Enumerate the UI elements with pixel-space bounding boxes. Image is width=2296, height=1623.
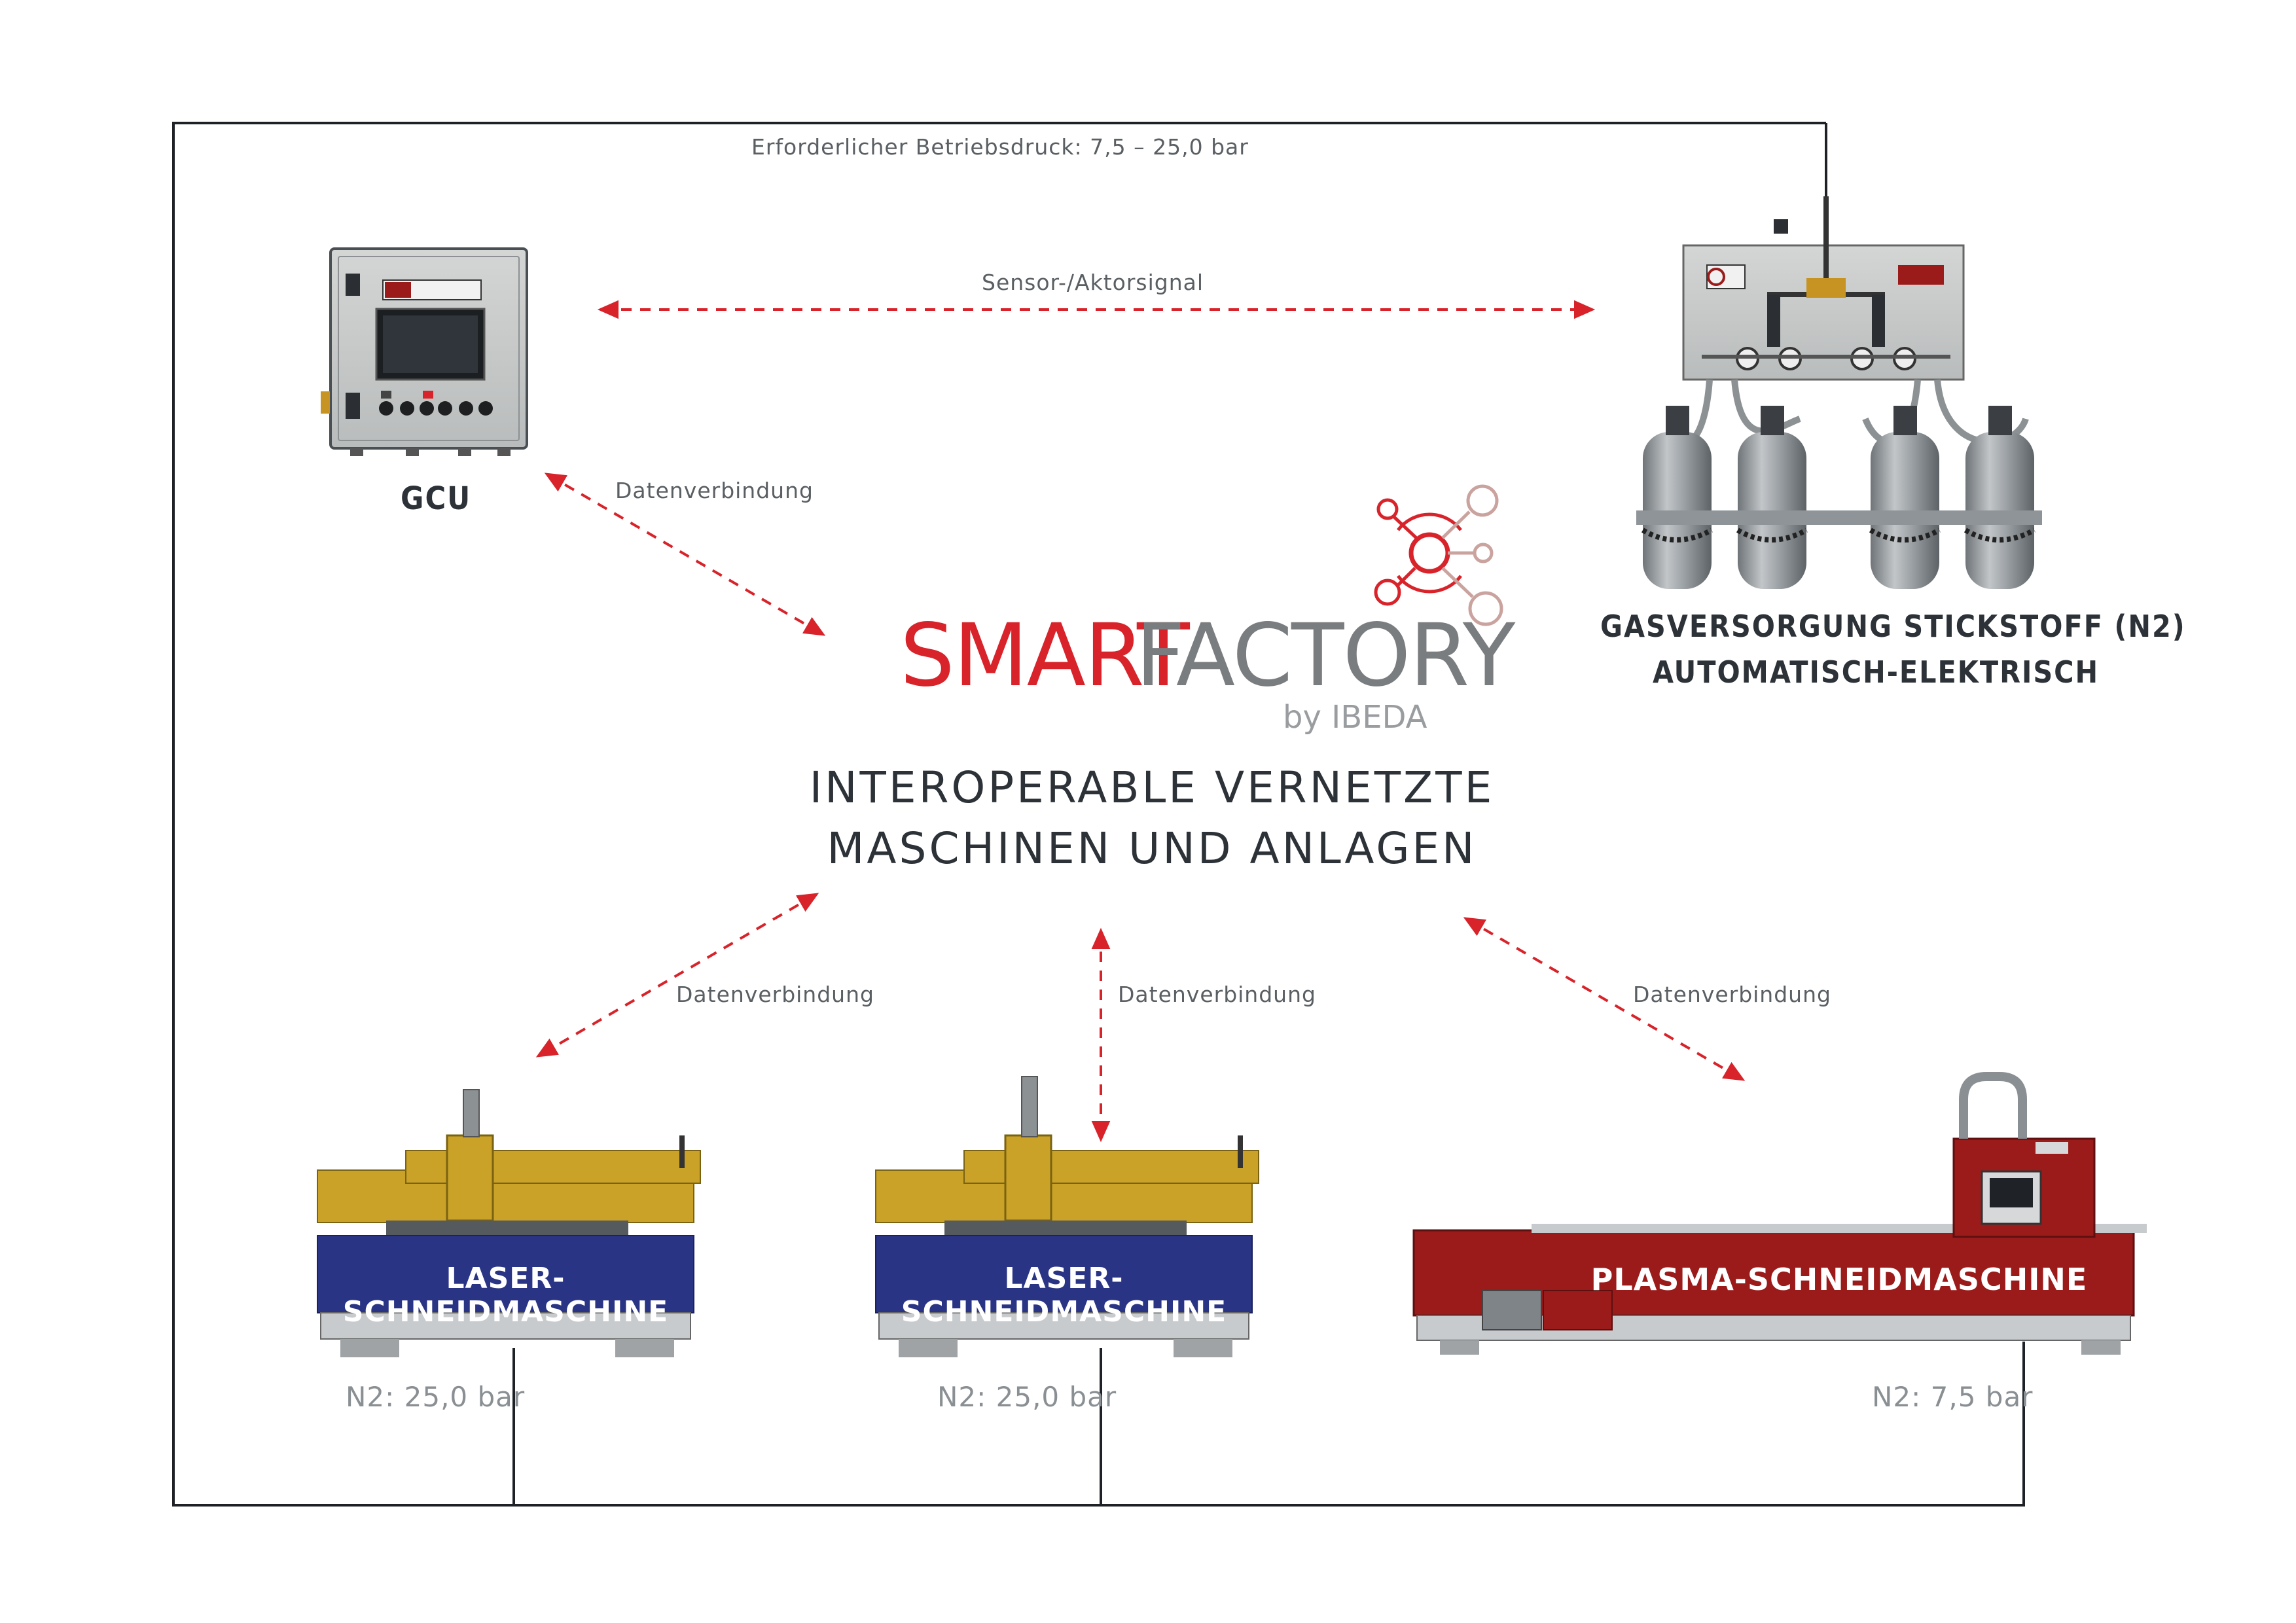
- gas-supply-caption-line1: GASVERSORGUNG STICKSTOFF (N2): [1600, 609, 2186, 644]
- plasma-data-arrow: [1463, 917, 1746, 1081]
- laser-machine-2-label: LASER-SCHNEIDMASCHINE: [901, 1262, 1227, 1329]
- laser1-data-arrow: [535, 893, 819, 1058]
- data-connections: [535, 300, 1746, 1143]
- logo-factory-text: FACTORY: [1136, 605, 1515, 706]
- gcu-caption: GCU: [401, 480, 472, 517]
- gas-pipe-network: [172, 122, 2025, 1507]
- sensor-signal-label: Sensor-/Aktorsignal: [982, 270, 1204, 295]
- laser-machine-1-label: LASER-SCHNEIDMASCHINE: [342, 1262, 669, 1329]
- gcu-data-arrow: [544, 473, 826, 636]
- laser-machine-1: [317, 1089, 701, 1357]
- plasma-data-label: Datenverbindung: [1633, 982, 1831, 1007]
- pressure-range-label: Erforderlicher Betriebsdruck: 7,5 – 25,0…: [751, 134, 1249, 160]
- logo-by-text: by IBEDA: [1283, 699, 1427, 736]
- gcu-data-label: Datenverbindung: [615, 478, 814, 503]
- laser-machine-2-pressure: N2: 25,0 bar: [937, 1381, 1117, 1413]
- plasma-machine-label: PLASMA-SCHNEIDMASCHINE: [1590, 1262, 2088, 1297]
- laser-machine-2: [875, 1076, 1259, 1357]
- gas-supply-station: [1636, 196, 2042, 589]
- laser1-data-label: Datenverbindung: [676, 982, 874, 1007]
- headline-line1: INTEROPERABLE VERNETZTE: [809, 762, 1495, 813]
- headline-line2: MASCHINEN UND ANLAGEN: [827, 823, 1477, 874]
- laser-machine-1-pressure: N2: 25,0 bar: [346, 1381, 526, 1413]
- logo-smart-text: SMART: [900, 605, 1190, 706]
- gas-supply-caption-line2: AUTOMATISCH-ELEKTRISCH: [1653, 654, 2100, 690]
- plasma-machine: [1412, 1072, 2147, 1355]
- network-icon: [1374, 484, 1503, 626]
- laser2-data-label: Datenverbindung: [1118, 982, 1316, 1007]
- plasma-machine-pressure: N2: 7,5 bar: [1872, 1381, 2034, 1413]
- gcu-cabinet: [321, 247, 528, 456]
- main-pipe: [172, 122, 2025, 1507]
